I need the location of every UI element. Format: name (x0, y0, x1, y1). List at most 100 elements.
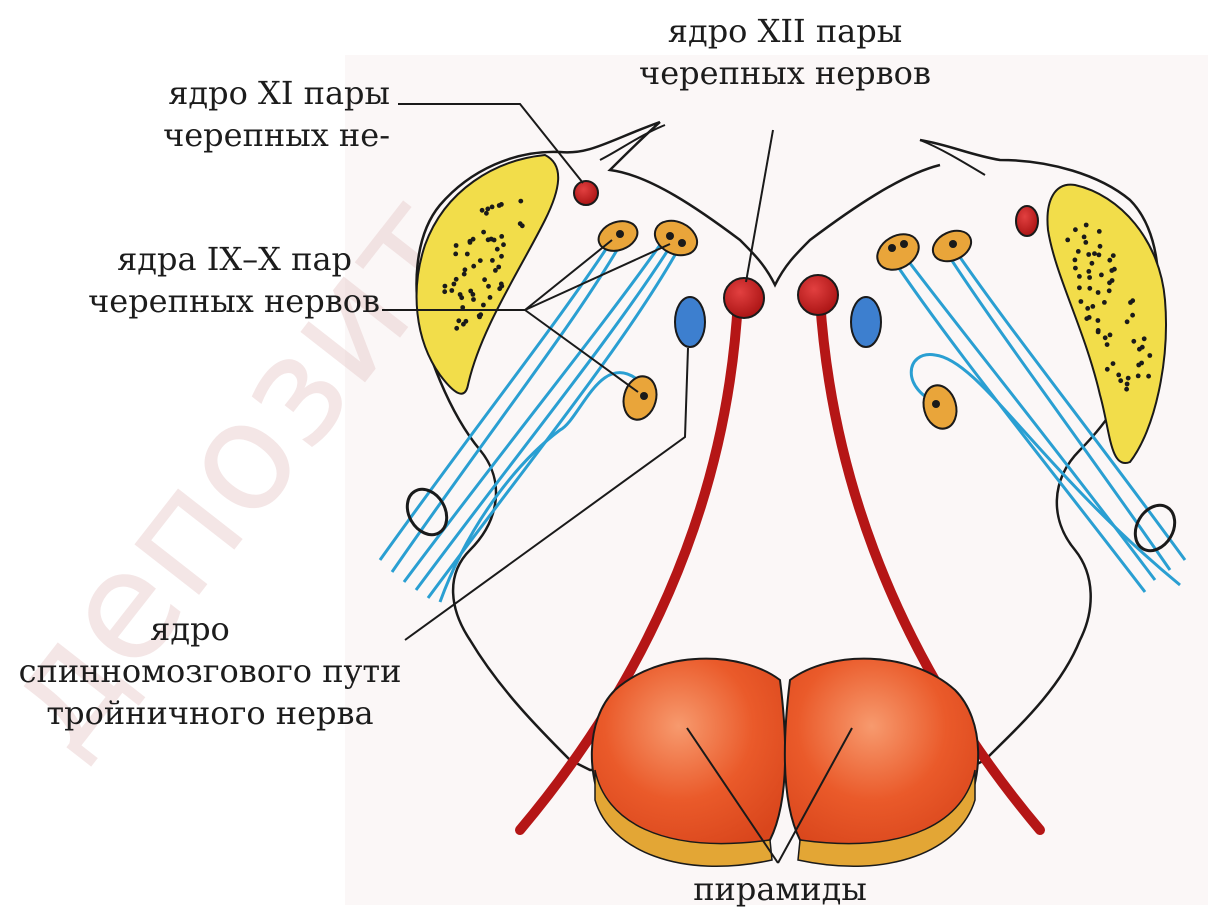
speckle (462, 272, 467, 277)
speckle (1073, 266, 1078, 271)
speckle (490, 258, 495, 263)
speckle (1087, 286, 1092, 291)
label-ix-x-line1: ядра IX–X пар (50, 238, 380, 280)
speckle (464, 319, 469, 324)
speckle (497, 203, 502, 208)
speckle (1097, 253, 1102, 258)
speckle (1126, 376, 1131, 381)
speckle (1086, 252, 1091, 257)
speckle (452, 282, 457, 287)
label-xii-line1: ядро XII пары (620, 10, 950, 52)
label-xi-line1: ядро XI пары (110, 72, 390, 114)
speckle (478, 258, 483, 263)
speckle (490, 205, 495, 210)
speckle (468, 239, 473, 244)
speckle (1103, 335, 1108, 340)
speckle (1136, 374, 1141, 379)
speckle (1083, 240, 1088, 245)
speckle (454, 326, 459, 331)
speckle (1084, 223, 1089, 228)
speckle (471, 292, 476, 297)
speckle (1077, 285, 1082, 290)
speckle (481, 230, 486, 235)
speckle (1140, 345, 1145, 350)
speckle (1073, 227, 1078, 232)
speckle (480, 208, 485, 213)
speckle (1090, 304, 1095, 309)
speckle (1096, 318, 1101, 323)
speckle (499, 234, 504, 239)
speckle (518, 221, 523, 226)
speckle (454, 277, 459, 282)
speckle (1110, 278, 1115, 283)
speckle (463, 267, 468, 272)
speckle (459, 295, 464, 300)
speckle (1107, 258, 1112, 263)
label-trigeminal: ядро спинномозгового пути тройничного не… (0, 608, 420, 734)
speckle (1086, 269, 1091, 274)
speckle (1116, 373, 1121, 378)
speckle (1084, 316, 1089, 321)
speckle (495, 247, 500, 252)
label-xii-line2: черепных нервов (620, 52, 950, 94)
speckle (1105, 342, 1110, 347)
speckle (478, 312, 483, 317)
speckle (1076, 249, 1081, 254)
speckle (489, 237, 494, 242)
speckle (482, 277, 487, 282)
speckle (485, 207, 490, 212)
speckle (1118, 378, 1123, 383)
speckle (456, 318, 461, 323)
label-ix-x: ядра IX–X пар черепных нервов (50, 238, 380, 322)
speckle (1090, 261, 1095, 266)
label-xi-line2: черепных не- (110, 114, 390, 156)
right-trigeminal-nucleus (851, 297, 881, 347)
speckle (1146, 374, 1151, 379)
speckle (1085, 306, 1090, 311)
speckle (453, 252, 458, 257)
left-xii-nucleus (724, 278, 764, 318)
speckle (471, 264, 476, 269)
speckle (1065, 238, 1070, 243)
speckle (1105, 367, 1110, 372)
label-xi: ядро XI пары черепных не- (110, 72, 390, 156)
speckle (1125, 319, 1130, 324)
speckle (1147, 353, 1152, 358)
label-xii: ядро XII пары черепных нервов (620, 10, 950, 94)
speckle (1136, 363, 1141, 368)
speckle (1125, 382, 1130, 387)
speckle (499, 254, 504, 259)
speckle (1092, 251, 1097, 256)
speckle (499, 284, 504, 289)
speckle (501, 242, 506, 247)
speckle (1109, 268, 1114, 273)
speckle (471, 297, 476, 302)
speckle (1096, 290, 1101, 295)
left-trigeminal-nucleus (675, 297, 705, 347)
speckle (488, 295, 493, 300)
speckle (1082, 235, 1087, 240)
speckle (1107, 288, 1112, 293)
speckle (484, 211, 489, 216)
speckle (1098, 244, 1103, 249)
speckle (1099, 273, 1104, 278)
speckle (1079, 299, 1084, 304)
label-pyramids: пирамиды (650, 868, 910, 910)
label-pyramids-text: пирамиды (650, 868, 910, 910)
speckle (1124, 387, 1129, 392)
speckle (1108, 333, 1113, 338)
right-xii-nucleus (798, 275, 838, 315)
speckle (493, 268, 498, 273)
speckle (1073, 258, 1078, 263)
speckle (1087, 275, 1092, 280)
speckle (1102, 300, 1107, 305)
speckle (1096, 328, 1101, 333)
left-xi-nucleus (574, 181, 598, 205)
speckle (1111, 361, 1116, 366)
speckle (1111, 253, 1116, 258)
speckle (1130, 313, 1135, 318)
speckle (1097, 229, 1102, 234)
speckle (465, 252, 470, 257)
label-ix-x-line2: черепных нервов (50, 280, 380, 322)
